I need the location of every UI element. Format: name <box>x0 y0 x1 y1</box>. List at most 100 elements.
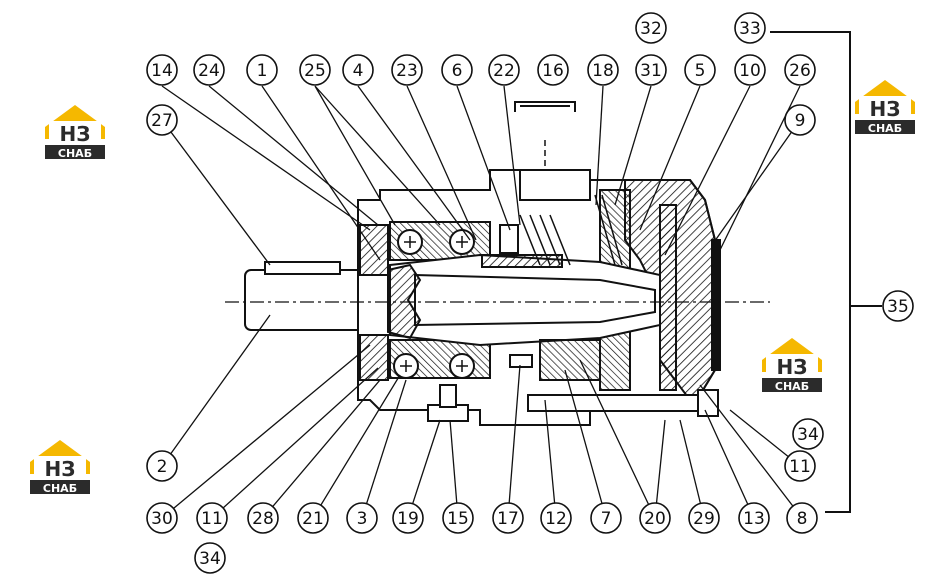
callout-label: 4 <box>353 61 364 81</box>
callout-label: 23 <box>396 61 418 81</box>
callout-circle <box>442 502 474 534</box>
callout-circle <box>193 54 225 86</box>
callout-circle <box>146 502 178 534</box>
brand-logo: НЗ СНАБ <box>855 80 915 135</box>
callout-22: 22 <box>488 54 520 86</box>
brand-logo: НЗ СНАБ <box>45 105 105 160</box>
callout-circle <box>688 502 720 534</box>
seal-lower <box>359 334 389 381</box>
logo-mark: НЗ <box>45 457 76 481</box>
callout-label: 34 <box>797 425 819 445</box>
callout-circle <box>146 104 178 136</box>
callout-18: 18 <box>587 54 619 86</box>
callout-12: 12 <box>540 502 572 534</box>
logo-caption: СНАБ <box>43 482 77 495</box>
callout-5: 5 <box>684 54 716 86</box>
callout-circle <box>784 54 816 86</box>
callout-8: 8 <box>786 502 818 534</box>
callout-circle <box>488 54 520 86</box>
pump-body <box>244 101 721 426</box>
seal-upper <box>359 224 389 276</box>
callout-label: 14 <box>151 61 173 81</box>
callout-circle <box>297 502 329 534</box>
callout-circle <box>882 290 914 322</box>
callout-16: 16 <box>537 54 569 86</box>
top-port <box>519 169 591 201</box>
brand-logo: НЗ СНАБ <box>762 338 822 393</box>
callout-label: 26 <box>789 61 811 81</box>
callout-label: 16 <box>542 61 564 81</box>
callout-circle <box>540 502 572 534</box>
logo-caption: СНАБ <box>58 147 92 160</box>
callout-circle <box>346 502 378 534</box>
callout-9: 9 <box>784 104 816 136</box>
callout-circle <box>246 54 278 86</box>
end-cap <box>711 239 721 371</box>
callout-label: 33 <box>739 19 761 39</box>
callout-circle <box>441 54 473 86</box>
callout-label: 8 <box>797 509 808 529</box>
logo-mark: НЗ <box>777 355 808 379</box>
callout-circle <box>299 54 331 86</box>
callout-circle <box>537 54 569 86</box>
callout-label: 24 <box>198 61 220 81</box>
callout-circle <box>784 104 816 136</box>
logo-caption: СНАБ <box>868 122 902 135</box>
callout-label: 3 <box>357 509 368 529</box>
callout-label: 20 <box>644 509 666 529</box>
callout-circle <box>146 450 178 482</box>
callout-4: 4 <box>342 54 374 86</box>
callout-circle <box>639 502 671 534</box>
plug-16 <box>514 101 576 112</box>
callout-14: 14 <box>146 54 178 86</box>
callout-17: 17 <box>492 502 524 534</box>
callout-label: 1 <box>257 61 268 81</box>
callout-label: 35 <box>887 297 909 317</box>
retainer-ring-lower <box>539 339 601 381</box>
spring-pack <box>519 214 571 266</box>
callout-label: 21 <box>302 509 324 529</box>
callout-34: 34 <box>792 418 824 450</box>
callout-28: 28 <box>247 502 279 534</box>
callout-circle <box>734 54 766 86</box>
callout-label: 32 <box>640 19 662 39</box>
bolt-head <box>509 354 533 368</box>
callout-circle <box>492 502 524 534</box>
callout-35: 35 <box>882 290 914 322</box>
callout-label: 11 <box>789 457 811 477</box>
callout-label: 15 <box>447 509 469 529</box>
callout-26: 26 <box>784 54 816 86</box>
shaft-key <box>264 261 341 275</box>
callout-11: 11 <box>196 502 228 534</box>
callout-label: 10 <box>739 61 761 81</box>
callout-circle <box>786 502 818 534</box>
callout-29: 29 <box>688 502 720 534</box>
callout-33: 33 <box>734 12 766 44</box>
callout-label: 9 <box>795 111 806 131</box>
callout-20: 20 <box>639 502 671 534</box>
callout-label: 11 <box>201 509 223 529</box>
callout-circle <box>146 54 178 86</box>
piston <box>414 273 656 327</box>
callout-30: 30 <box>146 502 178 534</box>
callout-label: 28 <box>252 509 274 529</box>
callout-circle <box>635 54 667 86</box>
callout-label: 12 <box>545 509 567 529</box>
callout-19: 19 <box>392 502 424 534</box>
callout-circle <box>590 502 622 534</box>
callout-27: 27 <box>146 104 178 136</box>
callout-label: 30 <box>151 509 173 529</box>
callout-label: 29 <box>693 509 715 529</box>
callout-circle <box>587 54 619 86</box>
callout-1: 1 <box>246 54 278 86</box>
callout-circle <box>194 542 226 574</box>
callout-label: 27 <box>151 111 173 131</box>
callout-label: 25 <box>304 61 326 81</box>
callout-label: 6 <box>452 61 463 81</box>
callout-circle <box>392 502 424 534</box>
tie-bolt <box>527 394 709 412</box>
retainer-ring-upper <box>481 254 563 268</box>
logo-mark: НЗ <box>60 122 91 146</box>
